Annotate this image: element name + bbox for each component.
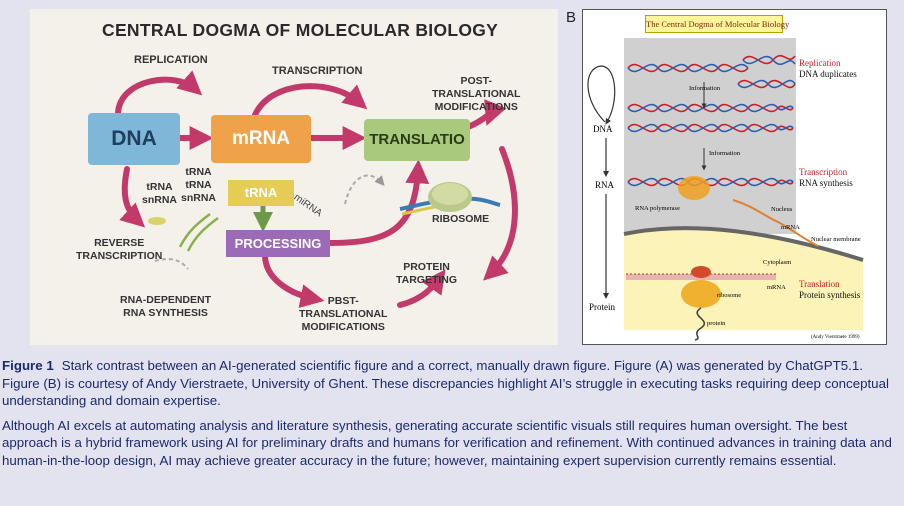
panel-a-arrows xyxy=(115,70,518,308)
figure-label: Figure 1 xyxy=(2,358,54,373)
dna-box: DNA xyxy=(88,113,180,165)
dna-box-label: DNA xyxy=(111,127,157,150)
processing-to-translation-arrow xyxy=(327,159,430,246)
replication-label: REPLICATION xyxy=(134,54,208,66)
post-translational-label: POST- TRANSLATIONAL MODIFICATIONS xyxy=(432,75,520,114)
nuclear-membrane-line xyxy=(623,226,864,262)
trna-box: tRNA xyxy=(228,180,294,206)
protein-line-2: TARGETING xyxy=(396,274,458,286)
left-dna-label: DNA xyxy=(593,124,613,134)
trna-left: tRNA xyxy=(146,181,173,193)
small-helix-icon xyxy=(178,213,219,252)
panel-a-figure: CENTRAL DOGMA OF MOLECULAR BIOLOGY DNA m… xyxy=(30,9,558,345)
ribosome-label-b: ribosome xyxy=(717,292,742,299)
replication-sub-label: DNA duplicates xyxy=(799,69,857,79)
pbst-translational-label: PBST- TRANSLATIONAL MODIFICATIONS xyxy=(299,295,387,334)
ribosome-body-icon xyxy=(681,280,721,308)
nuclear-membrane-label: Nuclear membrane xyxy=(811,236,861,243)
trna-stack-2: tRNA xyxy=(185,179,212,191)
body-paragraph: Although AI excels at automating analysi… xyxy=(2,417,892,468)
panel-a-title: CENTRAL DOGMA OF MOLECULAR BIOLOGY xyxy=(102,20,499,40)
ribosome-top-icon xyxy=(691,266,711,278)
protein-line-1: PROTEIN xyxy=(403,261,450,273)
reverse-line-2: TRANSCRIPTION xyxy=(76,250,163,262)
panel-b-figure: The Central Dogma of Molecular Biology D… xyxy=(582,9,887,345)
trna-stack-label: tRNA tRNA snRNA xyxy=(181,166,216,205)
post-line-2: TRANSLATIONAL xyxy=(432,88,521,100)
left-protein-label: Protein xyxy=(589,302,615,312)
replication-label-b: Replication xyxy=(799,58,841,68)
processing-to-pbst-arrow xyxy=(262,252,325,308)
panel-b-drawing xyxy=(587,38,864,341)
protein-label-b: protein xyxy=(707,320,726,327)
figure-caption-text: Stark contrast between an AI-generated s… xyxy=(2,358,889,408)
information-label-2: Information xyxy=(709,150,741,157)
rna-dependent-label: RNA-DEPENDENT RNA SYNTHESIS xyxy=(120,294,211,320)
translation-box: TRANSLATIO xyxy=(364,119,470,161)
panel-b-banner: The Central Dogma of Molecular Biology xyxy=(645,15,789,33)
rnadep-line-2: RNA SYNTHESIS xyxy=(123,307,208,319)
transcription-sub-label: RNA synthesis xyxy=(799,178,853,188)
credit-label: (Andy Vierstraete 1999) xyxy=(811,335,860,340)
rna-polymerase-blob xyxy=(678,176,710,200)
left-rna-label: RNA xyxy=(595,180,615,190)
translation-sub-label: Protein synthesis xyxy=(799,290,861,300)
mrna-box-label: mRNA xyxy=(231,128,291,149)
pbst-line-3: MODIFICATIONS xyxy=(301,321,385,333)
rna-polymerase-label: RNA polymerase xyxy=(635,205,680,212)
dna-helix-group xyxy=(627,54,819,247)
reverse-transcription-arrow xyxy=(119,166,146,228)
mirna-dashed-arrow xyxy=(344,174,385,205)
pbst-line-1: PBST- xyxy=(327,295,359,307)
transcription-arrow xyxy=(252,83,368,118)
cytoplasm-label: Cytoplasm xyxy=(763,259,792,266)
trna-box-label: tRNA xyxy=(244,185,278,200)
ribosome-label: RIBOSOME xyxy=(432,213,490,225)
trna-left-label: tRNA snRNA xyxy=(142,181,177,207)
snrna-left: snRNA xyxy=(142,194,178,206)
processing-box-label: PROCESSING xyxy=(234,236,322,251)
protein-targeting-arrow xyxy=(483,146,518,281)
protein-targeting-label: PROTEIN TARGETING xyxy=(396,261,457,287)
mrna-label-2: mRNA xyxy=(767,284,786,291)
nucleus-label: Nucleus xyxy=(771,206,793,213)
cytoplasm-region-right xyxy=(796,242,863,330)
rnadep-line-1: RNA-DEPENDENT xyxy=(120,294,212,306)
post-line-1: POST- xyxy=(460,75,492,87)
panel-b-label: B xyxy=(566,9,577,26)
mrna-label-1: mRNA xyxy=(781,224,800,231)
mrna-box: mRNA xyxy=(211,115,311,163)
replication-arrow xyxy=(115,70,203,116)
trna-stack-3: snRNA xyxy=(181,192,217,204)
reverse-transcription-label: REVERSE TRANSCRIPTION xyxy=(76,237,162,263)
pill-icon xyxy=(148,217,166,225)
pbst-line-2: TRANSLATIONAL xyxy=(299,308,388,320)
reverse-line-1: REVERSE xyxy=(94,237,145,249)
transcription-label-b: Transcription xyxy=(799,167,848,177)
trna-stack-1: tRNA xyxy=(185,166,212,178)
translation-to-post-arrow xyxy=(465,99,507,130)
processing-box: PROCESSING xyxy=(226,230,330,257)
replication-loop-arrow xyxy=(587,65,616,125)
protein-chain-icon xyxy=(694,307,706,341)
pbst-to-targeting-arrow xyxy=(397,269,446,308)
post-line-3: MODIFICATIONS xyxy=(434,101,518,113)
translation-box-label: TRANSLATIO xyxy=(369,131,465,148)
transcription-label: TRANSCRIPTION xyxy=(272,65,363,77)
translation-label-b: Translation xyxy=(799,279,840,289)
information-label-1: Information xyxy=(689,85,721,92)
ribosome-icon xyxy=(399,182,501,216)
reverse-dashed-arrow xyxy=(154,258,189,270)
